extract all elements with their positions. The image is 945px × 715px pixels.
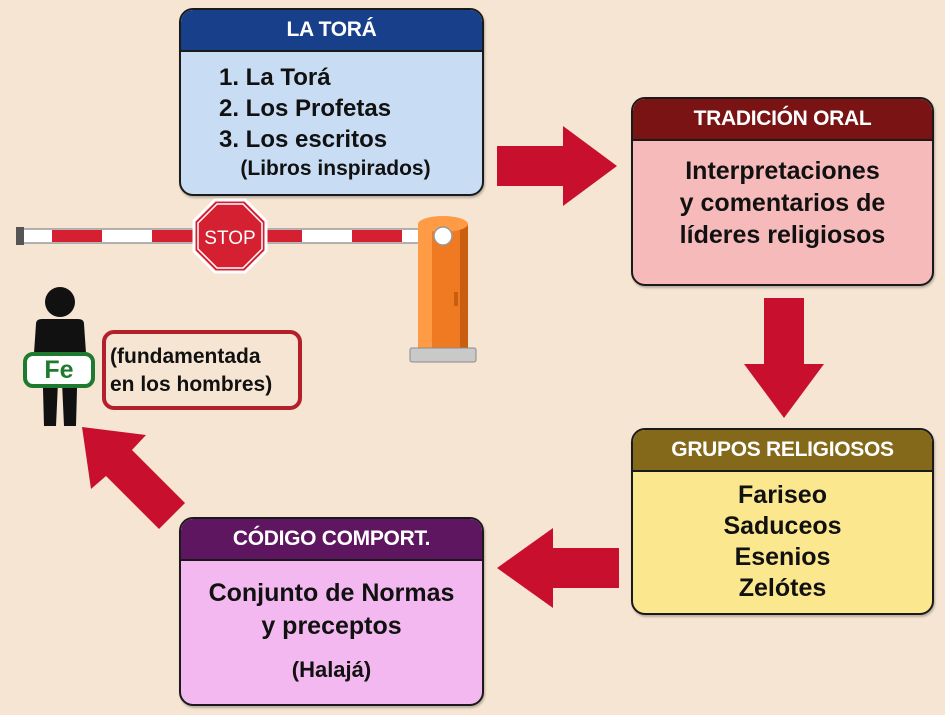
grupos-item: Zelótes xyxy=(738,574,827,602)
codigo-note: (Halajá) xyxy=(291,657,372,682)
caption-line: (fundamentada xyxy=(110,345,261,368)
tora-list: 1. La Torá 2. Los Profetas 3. Los escrit… xyxy=(181,52,482,155)
tradicion-line: líderes religiosos xyxy=(679,221,886,249)
tora-item: 2. Los Profetas xyxy=(219,95,392,122)
caption-line: en los hombres) xyxy=(110,373,273,396)
codigo-line: Conjunto de Normas xyxy=(208,579,455,607)
stop-sign-text: STOP xyxy=(204,228,255,249)
barrier-gate: STOP xyxy=(16,198,477,363)
arrow-tradicion-to-grupos xyxy=(744,298,824,418)
fundamentada-frame xyxy=(102,330,302,410)
tradicion-box: TRADICIÓN ORAL Interpretaciones y coment… xyxy=(631,97,934,286)
tora-item: 3. Los escritos xyxy=(219,126,388,153)
codigo-box: CÓDIGO COMPORT. Conjunto de Normas y pre… xyxy=(179,517,484,706)
grupos-item: Fariseo xyxy=(738,481,827,509)
tora-title: LA TORÁ xyxy=(181,10,482,52)
codigo-line: y preceptos xyxy=(261,612,402,640)
stop-sign-icon xyxy=(192,198,268,274)
tradicion-line: y comentarios de xyxy=(679,189,886,217)
tora-item: 1. La Torá xyxy=(219,64,331,91)
fe-badge: Fe xyxy=(23,352,95,388)
tora-note: (Libros inspirados) xyxy=(240,157,431,180)
tradicion-line: Interpretaciones xyxy=(685,157,880,185)
grupos-item: Saduceos xyxy=(723,512,842,540)
grupos-title: GRUPOS RELIGIOSOS xyxy=(633,430,932,472)
arrow-codigo-to-person xyxy=(82,427,185,529)
codigo-title: CÓDIGO COMPORT. xyxy=(181,519,482,561)
tora-box: LA TORÁ 1. La Torá 2. Los Profetas 3. Lo… xyxy=(179,8,484,196)
grupos-item: Esenios xyxy=(734,543,831,571)
grupos-box: GRUPOS RELIGIOSOS Fariseo Saduceos Eseni… xyxy=(631,428,934,615)
arrow-tora-to-tradicion xyxy=(497,126,617,206)
fundamentada-caption: (fundamentada en los hombres) xyxy=(110,343,310,399)
tradicion-title: TRADICIÓN ORAL xyxy=(633,99,932,141)
arrow-grupos-to-codigo xyxy=(497,528,619,608)
